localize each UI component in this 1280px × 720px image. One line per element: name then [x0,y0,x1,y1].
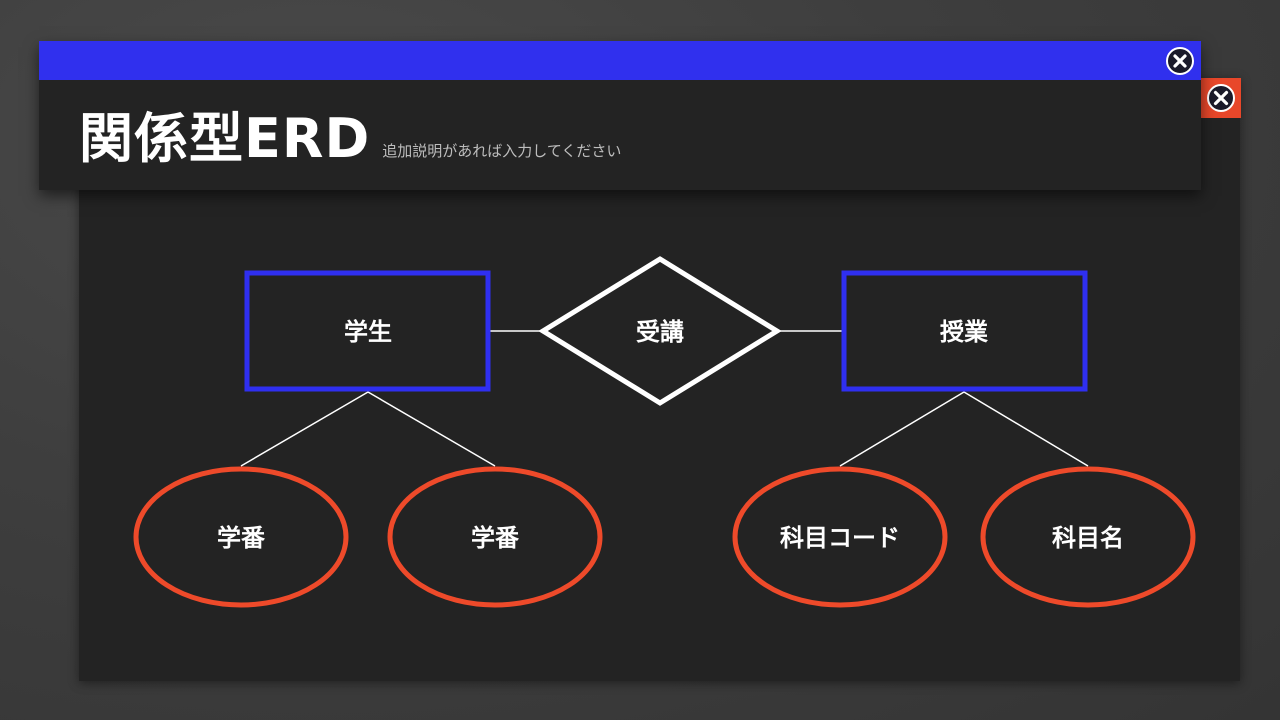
connector-class-attr-2 [963,391,1089,467]
page-title: 関係型ERD [79,107,371,170]
close-circle-icon [1207,84,1235,112]
relationship-enroll-label: 受講 [636,318,684,346]
attribute-student-1-label: 学番 [217,524,266,552]
attribute-student-1[interactable]: 学番 [133,466,349,608]
title-row: 関係型ERD 追加説明があれば入力してください [79,107,621,171]
title-card: 関係型ERD 追加説明があれば入力してください [39,41,1201,190]
attribute-class-1-label: 科目コード [780,524,900,552]
entity-class-label: 授業 [940,318,988,346]
relationship-enroll[interactable]: 受講 [538,256,782,406]
attribute-class-1[interactable]: 科目コード [732,466,948,608]
entity-student-label: 学生 [344,318,392,346]
attribute-student-2-label: 学番 [471,524,520,552]
page-subtitle[interactable]: 追加説明があれば入力してください [382,142,622,160]
connector-student-attr-2 [367,391,496,467]
connector-student-attr-1 [240,391,369,467]
back-close-button[interactable] [1201,78,1241,118]
entity-class[interactable]: 授業 [841,270,1088,392]
title-card-header-bar [39,41,1201,80]
connector-class-attr-1 [839,391,965,467]
entity-student[interactable]: 学生 [244,270,491,392]
attribute-student-2[interactable]: 学番 [387,466,603,608]
attribute-class-2-label: 科目名 [1052,524,1124,552]
front-close-button[interactable] [1165,46,1195,76]
attribute-class-2[interactable]: 科目名 [980,466,1196,608]
close-circle-icon [1166,47,1194,75]
